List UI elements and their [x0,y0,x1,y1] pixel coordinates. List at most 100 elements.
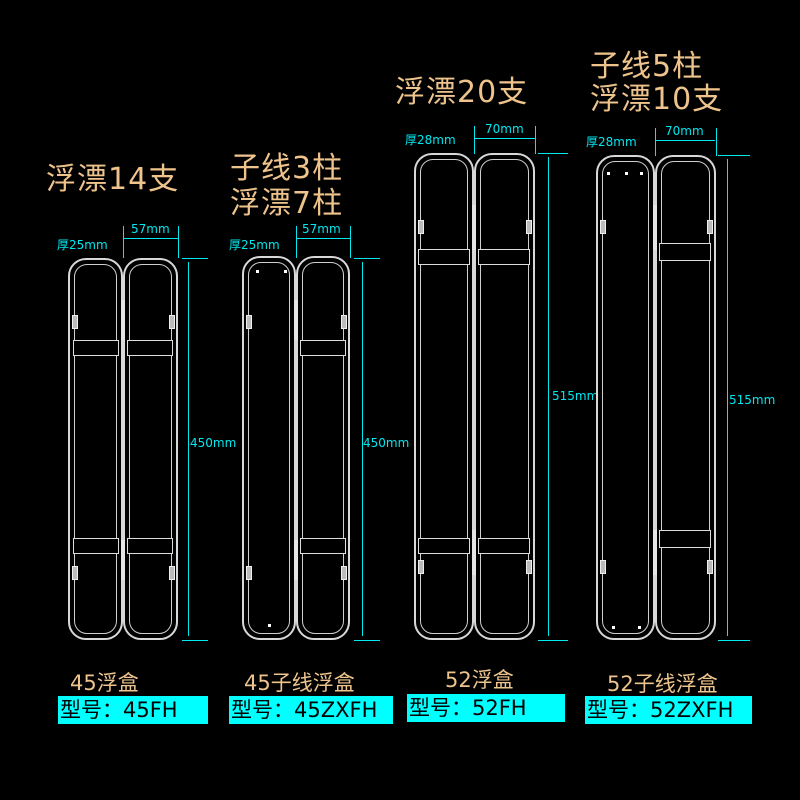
box-right-half [296,256,350,640]
latch [341,566,347,580]
box-right-half [123,258,178,640]
hinge [653,205,657,250]
box-right-half [474,153,535,640]
product-name: 45子线浮盒 [244,671,355,695]
float-strap [659,243,711,261]
float-strap [73,340,119,356]
latch [72,566,78,580]
thickness-label: 厚25mm [57,238,108,252]
width-dimension-line [475,138,535,139]
box-left-half [242,256,296,640]
latch [418,220,424,234]
latch [707,560,713,574]
dimension-tick [718,155,750,156]
float-strap [418,249,470,265]
latch [169,315,175,329]
capacity-title: 浮漂7柱 [230,186,344,221]
dimension-tick [474,126,475,154]
model-badge: 型号：45FH [58,696,208,724]
height-dimension-line [548,157,549,636]
post-dot [284,270,287,273]
hinge [472,205,476,250]
dimension-tick [655,128,656,156]
dimension-tick [178,226,179,258]
latch [246,315,252,329]
hinge [653,530,657,575]
hinge [294,300,298,340]
thickness-label: 厚28mm [405,133,456,147]
model-badge: 型号：52ZXFH [585,696,752,724]
width-label: 57mm [302,222,341,236]
post-dot [640,172,643,175]
post-dot [638,626,641,629]
box-left-half [596,155,655,640]
latch [600,220,606,234]
capacity-title: 浮漂20支 [395,75,529,110]
float-strap [73,538,119,554]
dimension-tick [716,128,717,156]
post-dot [612,626,615,629]
product-name: 45浮盒 [70,671,139,695]
width-dimension-line [655,140,715,141]
dimension-tick [535,126,536,154]
height-label: 450mm [190,436,237,450]
latch [707,220,713,234]
capacity-title: 浮漂10支 [590,82,724,117]
hinge [121,300,125,340]
latch [341,315,347,329]
model-badge: 型号：45ZXFH [229,696,393,724]
float-strap [659,530,711,548]
float-strap [418,538,470,554]
capacity-title: 子线5柱 [590,49,704,84]
float-strap [300,340,346,356]
height-dimension-line [727,159,728,636]
dimension-tick [718,640,750,641]
float-strap [478,538,530,554]
float-strap [127,538,173,554]
latch [526,560,532,574]
width-label: 70mm [485,122,524,136]
latch [169,566,175,580]
dimension-tick [182,258,208,259]
thickness-label: 厚25mm [229,238,280,252]
dimension-tick [182,640,208,641]
box-right-half [655,155,716,640]
height-label: 515mm [729,393,776,407]
latch [526,220,532,234]
post-dot [607,172,610,175]
float-strap [478,249,530,265]
height-dimension-line [362,262,363,636]
width-label: 57mm [131,222,170,236]
latch [72,315,78,329]
product-name: 52子线浮盒 [607,672,718,696]
latch [418,560,424,574]
product-name: 52浮盒 [445,668,514,692]
dimension-tick [123,226,124,258]
dimension-tick [296,226,297,258]
height-label: 515mm [552,389,599,403]
hinge [472,530,476,575]
width-label: 70mm [665,124,704,138]
latch [600,560,606,574]
height-dimension-line [188,262,189,636]
dimension-tick [538,640,568,641]
thickness-label: 厚28mm [586,135,637,149]
box-left-half [414,153,474,640]
hinge [121,540,125,580]
float-strap [300,538,346,554]
dimension-tick [538,153,568,154]
width-dimension-line [296,238,350,239]
model-badge: 型号：52FH [407,694,565,722]
height-label: 450mm [363,436,410,450]
hinge [294,540,298,580]
latch [246,566,252,580]
box-left-half [68,258,123,640]
post-dot [268,624,271,627]
float-strap [127,340,173,356]
dimension-tick [354,640,380,641]
dimension-tick [354,258,380,259]
capacity-title: 子线3柱 [230,151,344,186]
post-dot [256,270,259,273]
post-dot [625,172,628,175]
dimension-tick [350,226,351,258]
